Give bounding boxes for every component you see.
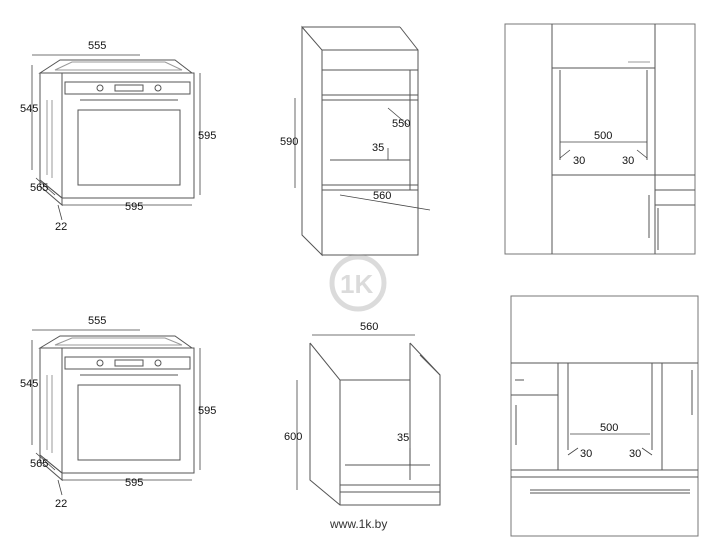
cabinet-top — [301, 25, 419, 257]
dim-front-width: 595 — [125, 201, 143, 213]
dim-opening: 500 — [594, 130, 612, 142]
dim-left-margin: 30 — [580, 448, 592, 460]
dim-niche-depth: 550 — [392, 118, 410, 130]
oven-top-dimensions: 555 545 595 565 595 22 — [20, 40, 216, 233]
watermark-logo-icon — [329, 254, 387, 312]
dim-niche-height: 600 — [284, 431, 302, 443]
dim-width: 555 — [88, 315, 106, 327]
dim-front-height: 595 — [198, 405, 216, 417]
watermark-logo-text: 1K — [340, 269, 373, 299]
dim-niche-width: 560 — [373, 190, 391, 202]
watermark: 1K — [329, 254, 387, 312]
dim-niche-width: 560 — [360, 321, 378, 333]
dim-depth: 565 — [30, 458, 48, 470]
watermark-url: www.1k.by — [329, 517, 387, 531]
cabinet-bottom-dimensions: 560 600 35 — [284, 321, 415, 490]
oven-top — [38, 59, 195, 207]
dim-left-margin: 30 — [573, 155, 585, 167]
dim-front-height: 595 — [198, 130, 216, 142]
dim-door: 22 — [55, 221, 67, 233]
dim-depth: 565 — [30, 182, 48, 194]
oven-bottom — [38, 335, 195, 482]
dim-niche-height: 590 — [280, 136, 298, 148]
dim-gap: 35 — [372, 142, 384, 154]
cabinet-bottom — [309, 342, 441, 506]
dim-gap: 35 — [397, 432, 409, 444]
dim-height: 545 — [20, 103, 38, 115]
oven-bottom-dimensions: 555 545 595 565 595 22 — [20, 315, 216, 510]
dim-door: 22 — [55, 498, 67, 510]
dim-height: 545 — [20, 378, 38, 390]
dim-opening: 500 — [600, 422, 618, 434]
dim-right-margin: 30 — [622, 155, 634, 167]
cabinet-top-dimensions: 590 550 35 560 — [280, 98, 431, 211]
install-bottom: 500 30 30 — [510, 295, 699, 537]
dim-front-width: 595 — [125, 477, 143, 489]
dim-right-margin: 30 — [629, 448, 641, 460]
install-top: 500 30 30 — [504, 23, 696, 255]
dim-width: 555 — [88, 40, 106, 52]
